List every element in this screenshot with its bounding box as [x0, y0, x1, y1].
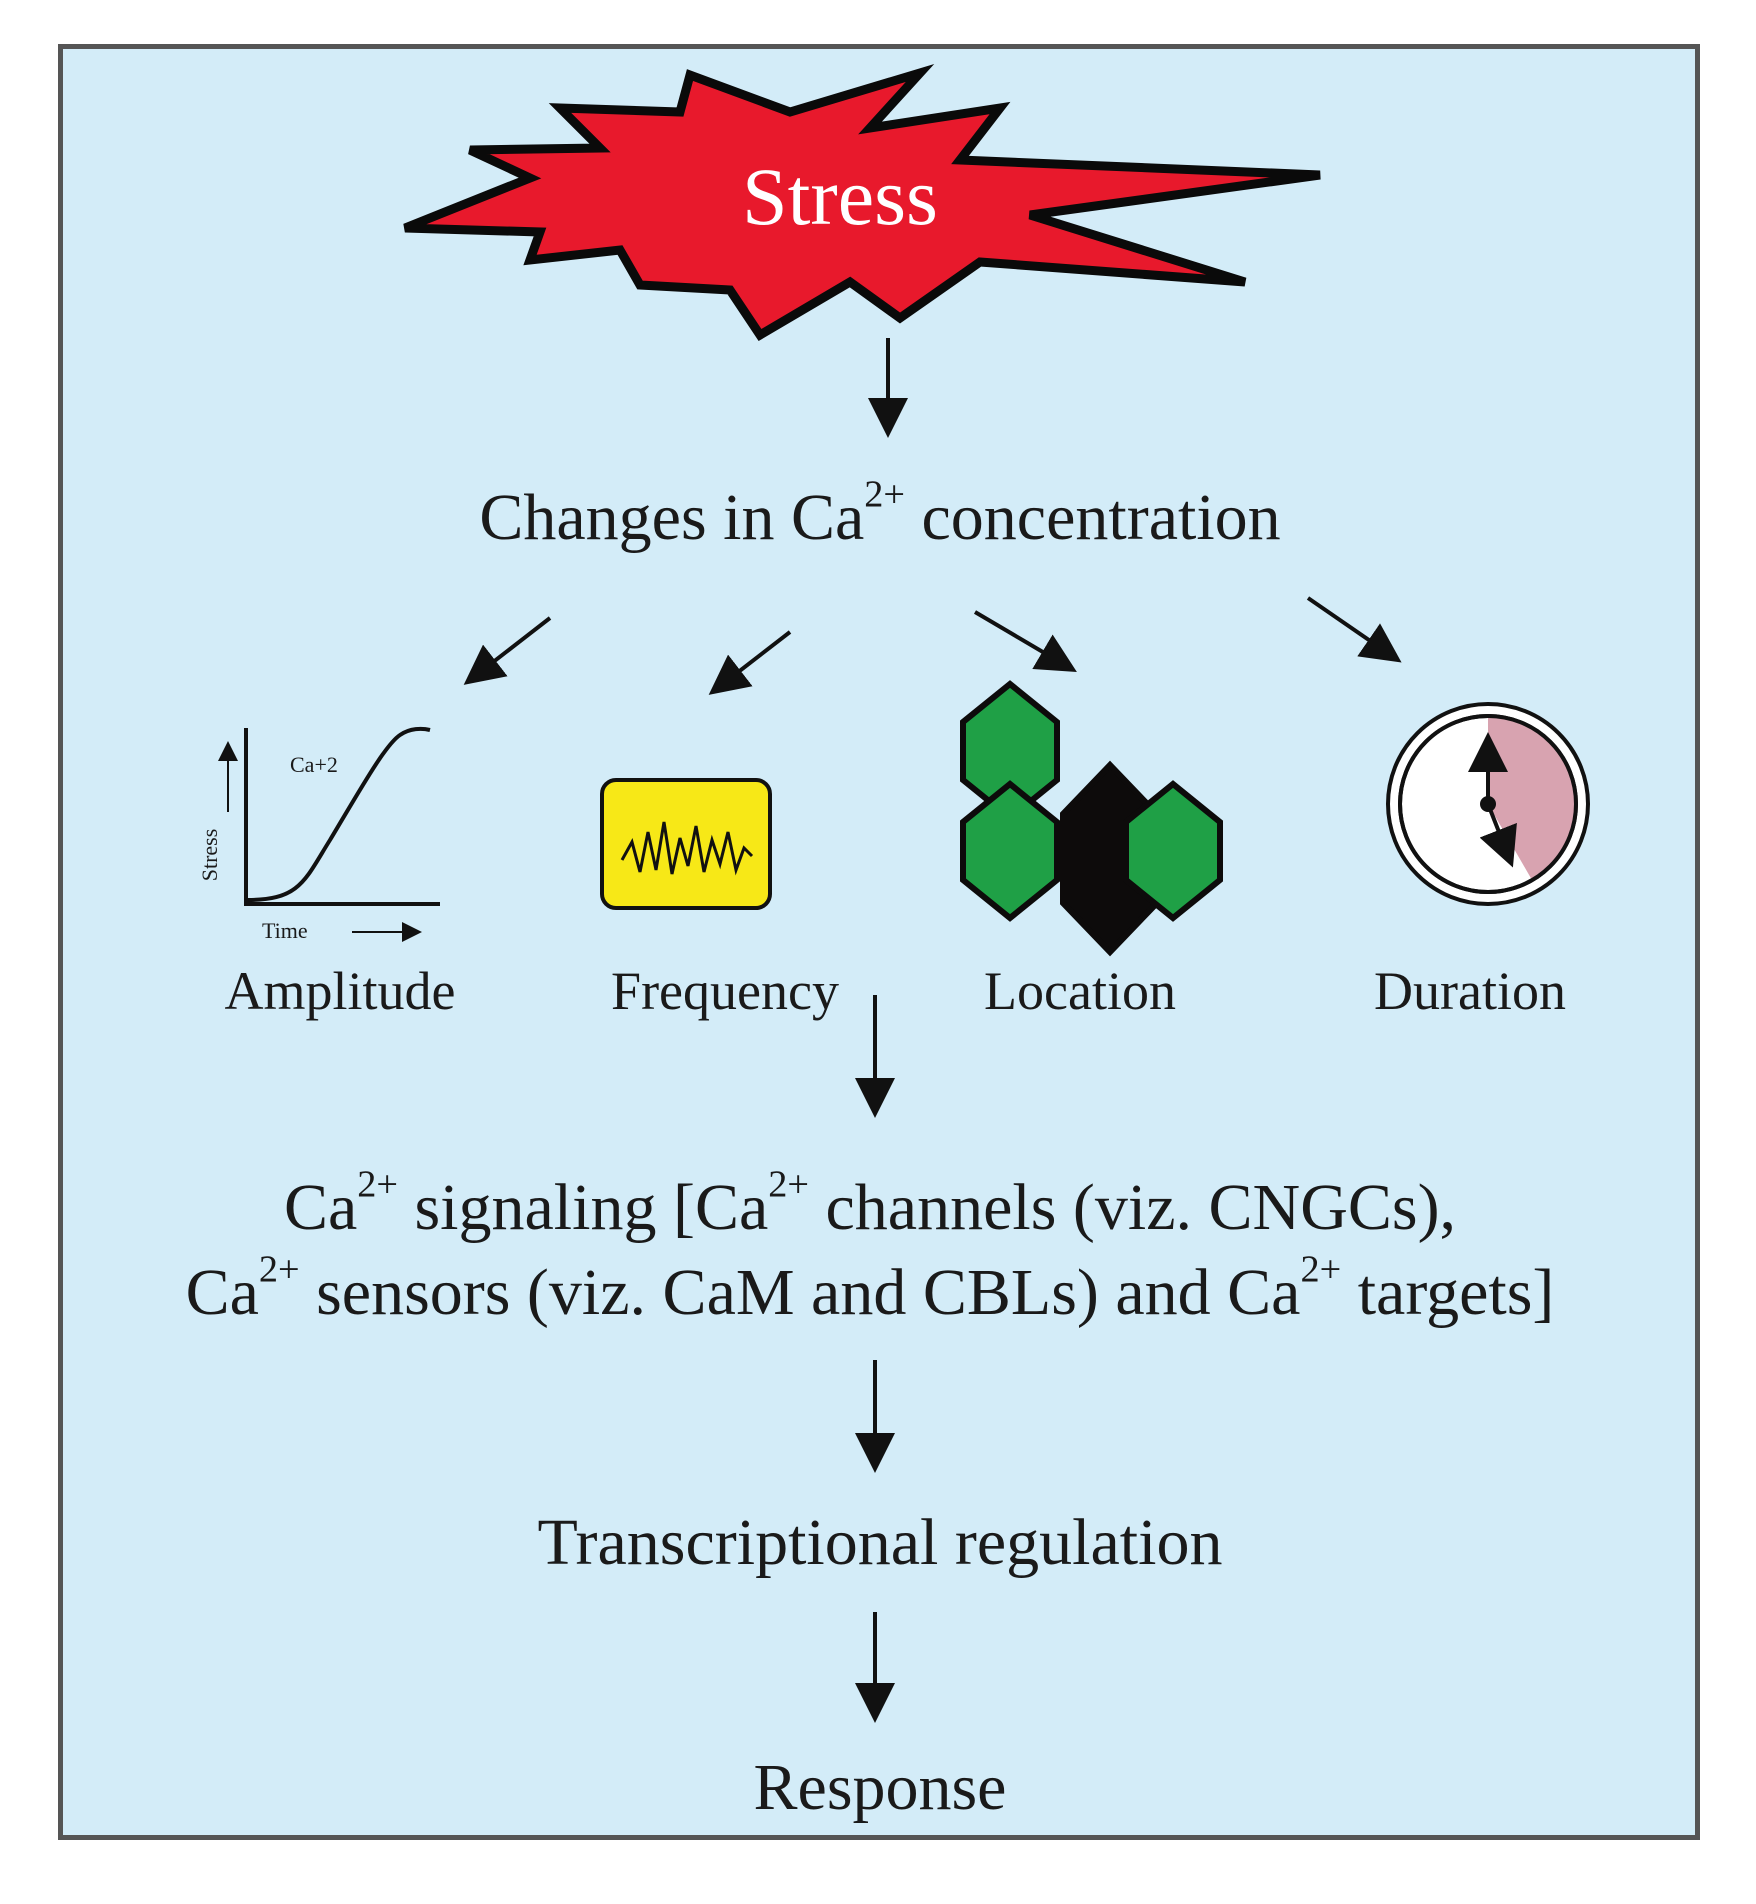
arrow-to-duration — [1306, 596, 1402, 663]
signaling-1-a: Ca — [283, 1171, 358, 1244]
signaling-2-a-sup: 2+ — [258, 1248, 300, 1291]
graph-y-axis-label: Stress — [197, 828, 222, 882]
signaling-2-b: sensors (viz. CaM and CBLs) and Ca — [299, 1256, 1301, 1329]
changes-text-pre: Changes in Ca — [479, 481, 865, 554]
arrow-to-location — [973, 610, 1077, 673]
changes-text-sup: 2+ — [864, 473, 905, 516]
graph-x-axis-label: Time — [262, 918, 308, 943]
graph-curve-label: Ca+2 — [290, 752, 338, 777]
signaling-2-a: Ca — [185, 1256, 259, 1329]
amplitude-graph-icon — [218, 726, 440, 942]
signaling-2-b-sup: 2+ — [1300, 1248, 1342, 1291]
waveform-icon — [600, 778, 772, 910]
stress-label: Stress — [742, 151, 938, 242]
arrow-to-frequency — [708, 630, 792, 695]
location-label: Location — [984, 961, 1176, 1021]
signaling-2-c: targets] — [1341, 1256, 1555, 1329]
clock-icon — [1386, 702, 1590, 906]
duration-label: Duration — [1374, 961, 1566, 1021]
changes-in-calcium-label: Changes in Ca2+ concentration — [380, 475, 1380, 556]
signaling-line-1: Ca2+ signaling [Ca2+ channels (viz. CNGC… — [80, 1165, 1660, 1246]
transcriptional-regulation-label: Transcriptional regulation — [537, 1506, 1223, 1579]
hexagon-cluster-icon — [960, 680, 1223, 957]
diagram-frame — [58, 44, 1700, 1840]
signaling-1-c: channels (viz. CNGCs), — [809, 1171, 1457, 1244]
signaling-1-b-sup: 2+ — [768, 1163, 809, 1206]
signaling-1-b: signaling [Ca — [397, 1171, 769, 1244]
stress-burst — [403, 64, 1321, 342]
arrow-to-amplitude — [463, 616, 552, 685]
signaling-1-a-sup: 2+ — [357, 1163, 398, 1206]
amplitude-label: Amplitude — [224, 961, 456, 1021]
frequency-label: Frequency — [611, 961, 839, 1021]
signaling-line-2: Ca2+ sensors (viz. CaM and CBLs) and Ca2… — [80, 1250, 1660, 1331]
changes-text-post: concentration — [905, 481, 1281, 554]
response-label: Response — [753, 1751, 1007, 1824]
